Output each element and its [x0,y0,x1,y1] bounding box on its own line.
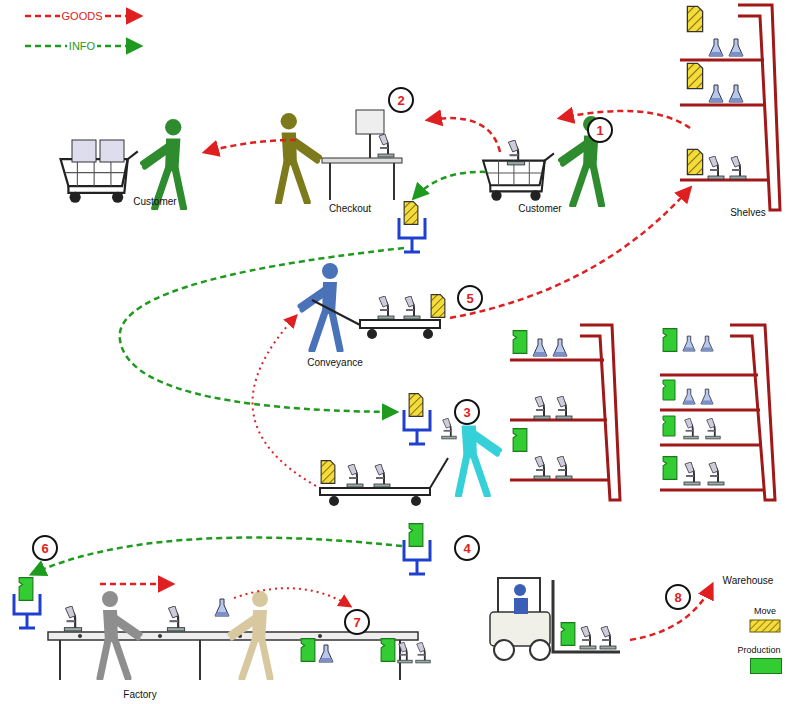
callout-number: 1 [596,124,603,137]
callout-circle: 7 [344,609,370,635]
callout-number: 3 [463,406,470,419]
figure-label: Warehouse [723,575,774,586]
callout-number: 7 [353,616,360,629]
legend-text: Move [752,607,778,617]
callout-number: 2 [397,94,404,107]
figure-label: Shelves [730,207,766,218]
figure-label: Customer [133,196,176,207]
legend-text: GOODS [60,10,105,22]
legend-text: INFO [67,40,97,52]
callout-circle: 3 [454,399,480,425]
callout-circle: 4 [454,535,480,561]
figure-label: Customer [518,203,561,214]
legend-swatch [750,658,782,674]
callout-number: 5 [466,292,473,305]
callout-number: 8 [674,591,681,604]
callout-circle: 5 [457,285,483,311]
figure-label: Factory [123,689,156,700]
callout-circle: 6 [32,535,58,561]
callout-circle: 2 [388,87,414,113]
figure-label: Conveyance [307,357,363,368]
legend-text: Production [735,646,782,656]
callout-circle: 1 [587,117,613,143]
callout-number: 6 [41,542,48,555]
callout-number: 4 [463,542,470,555]
figure-label: Checkout [329,203,371,214]
callout-circle: 8 [665,584,691,610]
